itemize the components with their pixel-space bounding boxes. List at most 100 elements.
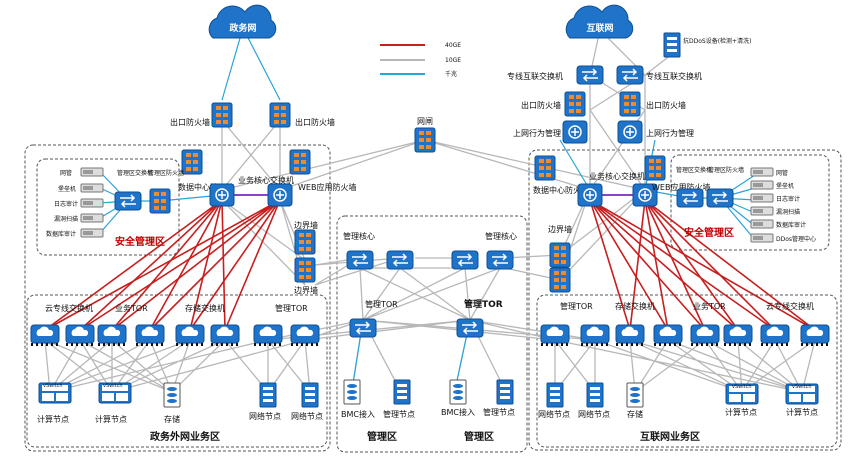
net-line-switch-2-icon [616, 65, 644, 85]
mgmt-tor-1-icon [349, 318, 377, 338]
net-server-label-0: 网管 [776, 169, 788, 177]
net-server-label-5: DDos管理中心 [776, 235, 816, 243]
net-tor-0-icon [540, 324, 570, 347]
net-bottom-label-0: 网络节点 [538, 409, 570, 419]
net-behavior-mgmt-1-icon [562, 120, 588, 144]
net-bottom-label-2: 存储 [627, 409, 643, 419]
gov-tor-label-1: 业务TOR [115, 303, 148, 313]
gov-security-box [36, 158, 180, 256]
mgmt-zone-label-1: 管理区 [367, 430, 397, 443]
net-border-label: 边界墙 [548, 224, 572, 234]
gov-border-label-1: 边界墙 [294, 220, 318, 230]
gov-server-label-0: 网管 [60, 169, 72, 177]
ddos-label: 抗DDoS设备(检测+清洗) [683, 37, 751, 45]
gov-core-switch-1-icon [209, 183, 235, 207]
net-waf-icon [644, 155, 666, 181]
gov-zone-box [24, 144, 331, 452]
gov-mgmt-firewall-label: 管理区防火墙 [148, 169, 184, 177]
net-tor-label-2: 业务TOR [693, 301, 726, 311]
gov-zone-label: 政务外网业务区 [150, 430, 220, 443]
net-server-label-4: 数据库审计 [776, 221, 806, 229]
gov-border-label-2: 边界墙 [294, 285, 318, 295]
net-line-switch-label-1: 专线互联交换机 [507, 71, 563, 81]
gov-border-firewall-2-icon [294, 257, 316, 283]
gov-bottom-label-4: 网络节点 [291, 411, 323, 421]
gov-server-label-1: 堡垒机 [58, 185, 76, 193]
net-dc-firewall-icon [534, 155, 556, 181]
gov-business-box [26, 294, 328, 448]
gov-dc-firewall-label: 数据中心防火墙 [178, 182, 234, 192]
gov-server-label-4: 数据库审计 [46, 230, 76, 238]
mgmt-node-label-2: 管理节点 [483, 407, 515, 417]
gov-network-node-1-icon [259, 382, 277, 408]
internet-cloud-label: 互联网 [586, 22, 613, 34]
net-server-label-1: 堡垒机 [776, 182, 794, 190]
net-behavior-mgmt-label-2: 上网行为管理 [646, 128, 694, 138]
gov-tor-label-0: 云专线交换机 [45, 303, 93, 313]
mgmt-core-switch-1-icon [346, 250, 374, 270]
gov-core-label: 业务核心交换机 [238, 175, 294, 185]
gateway-label: 网闸 [417, 117, 433, 126]
gov-security-servers [80, 167, 104, 238]
mgmt-core-switch-3-icon [451, 250, 479, 270]
gov-bottom-label-1: 计算节点 [95, 414, 127, 424]
mgmt-tor-label-2: 管理TOR [464, 298, 503, 310]
net-mgmt-switch-icon [676, 188, 704, 208]
net-exit-firewall-label-2: 出口防火墙 [646, 100, 686, 110]
gov-mgmt-switch-label: 管理区交换机 [117, 169, 153, 177]
net-network-node-1-icon [546, 382, 564, 408]
mgmt-bmc-2-icon [449, 379, 467, 405]
gov-storage-icon [163, 382, 181, 408]
gov-tor-3-icon [135, 324, 165, 347]
legend-red-label: 40GE [445, 42, 461, 49]
gov-vswitch-1: vSwitch [43, 383, 63, 389]
legend-blue-label: 千兆 [445, 70, 457, 78]
net-tor-2-icon [615, 324, 645, 347]
ddos-device-icon [663, 32, 681, 58]
net-business-box [536, 294, 838, 448]
gov-tor-0-icon [30, 324, 60, 347]
links-40ge [44, 199, 816, 331]
mgmt-bmc-1-icon [343, 379, 361, 405]
net-dc-firewall-label: 数据中心防火墙 [533, 185, 589, 195]
net-mgmt-firewall-icon [706, 188, 734, 208]
net-behavior-mgmt-label-1: 上网行为管理 [513, 128, 561, 138]
gov-exit-firewall-2-icon [269, 102, 291, 128]
net-exit-firewall-2-icon [619, 91, 641, 117]
gov-server-label-3: 漏洞扫描 [54, 215, 78, 223]
mgmt-node-1-icon [393, 379, 411, 405]
net-tor-5-icon [723, 324, 753, 347]
net-security-box [670, 154, 830, 251]
gov-network-node-2-icon [301, 382, 319, 408]
gov-vswitch-2: vSwitch [103, 383, 123, 389]
mgmt-tor-label-1: 管理TOR [365, 299, 398, 309]
net-core-switch-1-icon [577, 183, 603, 207]
mgmt-zone-label-2: 管理区 [464, 430, 494, 443]
mgmt-core-label-1: 管理核心 [343, 231, 375, 241]
gov-exit-firewall-1-icon [211, 102, 233, 128]
mgmt-core-label-2: 管理核心 [485, 231, 517, 241]
gov-server-label-2: 日志审计 [54, 200, 78, 208]
net-tor-label-0: 管理TOR [560, 301, 593, 311]
gateway-icon [414, 127, 436, 153]
net-border-firewall-2-icon [549, 267, 571, 293]
net-mgmt-firewall-label: 管理区防火墙 [708, 166, 744, 174]
gov-bottom-label-2: 存储 [164, 414, 180, 424]
mgmt-node-label-1: 管理节点 [383, 409, 415, 419]
net-bottom-label-3: 计算节点 [725, 407, 757, 417]
gov-tor-1-icon [65, 324, 95, 347]
mgmt-core-switch-4-icon [486, 250, 514, 270]
mgmt-bmc-label-1: BMC接入 [341, 409, 375, 419]
gov-exit-firewall-2-label: 出口防火墙 [295, 117, 335, 127]
gov-tor-6-icon [253, 324, 283, 347]
gov-bottom-label-3: 网络节点 [249, 411, 281, 421]
mgmt-tor-2-icon [456, 318, 484, 338]
gov-tor-4-icon [175, 324, 205, 347]
gov-core-switch-2-icon [267, 183, 293, 207]
net-vswitch-1: vSwitch [732, 384, 752, 390]
net-network-node-2-icon [586, 382, 604, 408]
net-bottom-label-1: 网络节点 [578, 409, 610, 419]
net-zone-label: 互联网业务区 [640, 430, 700, 443]
